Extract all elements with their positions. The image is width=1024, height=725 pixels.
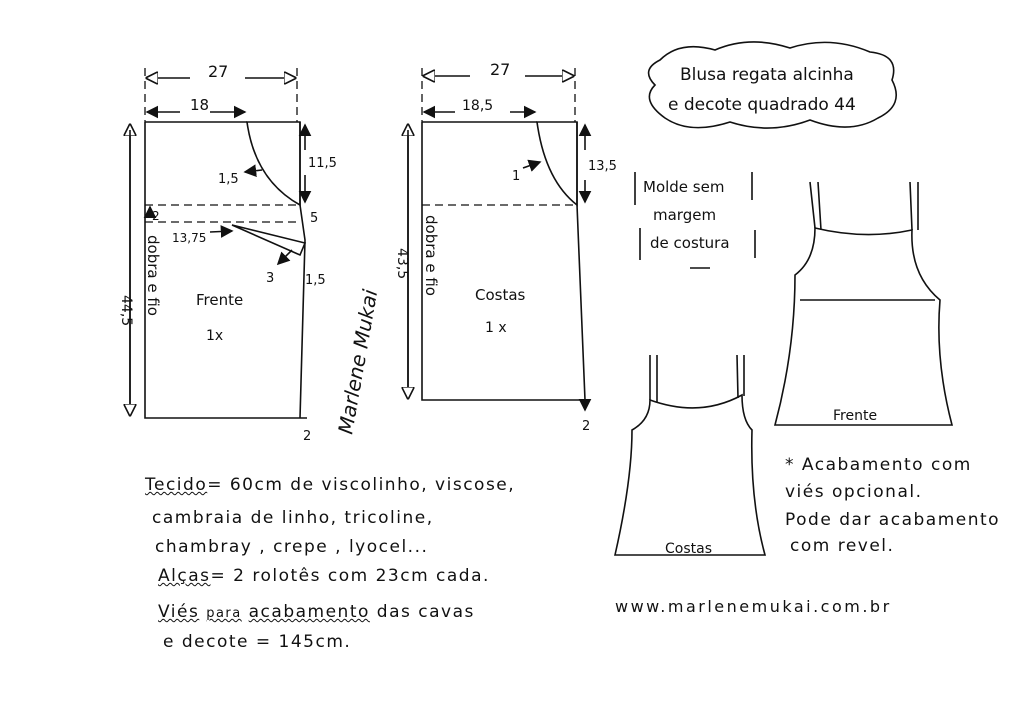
- finish-note-line1: * Acabamento com: [785, 455, 972, 475]
- front-pattern-piece: 27 18 1,5 11,5 2 13,75 5 3 1,5 2 44,5 do…: [118, 62, 337, 444]
- fabric-label: Tecido: [145, 475, 208, 495]
- svg-text:Frente: Frente: [833, 408, 877, 424]
- front-fold-label: dobra e fio: [144, 235, 162, 316]
- back-pattern-piece: 27 18,5 1 13,5 2 43,5 dobra e fio Costas…: [394, 60, 617, 434]
- front-count-label: 1x: [206, 328, 223, 344]
- finish-note-line2: viés opcional.: [785, 482, 923, 502]
- back-garment-sketch: Costas: [613, 354, 767, 557]
- materials-bias-line2: e decote = 145cm.: [163, 632, 352, 652]
- front-width-label: 27: [208, 62, 228, 81]
- title-line2: e decote quadrado 44: [668, 95, 856, 115]
- finish-note-line4: com revel.: [790, 536, 895, 556]
- materials-line2: cambraia de linho, tricoline,: [152, 508, 434, 528]
- front-side-extra-label: 1,5: [305, 273, 326, 288]
- front-hem-flare-label: 2: [303, 429, 311, 444]
- back-armhole-curve-label: 1: [512, 169, 520, 184]
- back-neck-width-label: 18,5: [462, 98, 493, 114]
- svg-text:Costas: Costas: [665, 541, 712, 557]
- materials-bias: Viés para acabamento das cavas: [158, 602, 475, 622]
- svg-text:de costura: de costura: [650, 234, 730, 252]
- front-name-label: Frente: [196, 291, 243, 309]
- back-height-label: 43,5: [394, 248, 410, 279]
- back-hem-flare-label: 2: [582, 419, 590, 434]
- materials-straps: Alças= 2 rolotês com 23cm cada.: [158, 566, 490, 586]
- front-height-label: 44,5: [118, 295, 134, 326]
- title-cloud: [647, 41, 897, 129]
- materials-line3: chambray , crepe , lyocel...: [155, 537, 429, 557]
- front-armhole-depth-label: 11,5: [308, 156, 337, 171]
- finish-note-line3: Pode dar acabamento: [785, 510, 1001, 530]
- website-link[interactable]: www.marlenemukai.com.br: [615, 597, 892, 616]
- back-name-label: Costas: [475, 286, 526, 304]
- svg-text:margem: margem: [653, 206, 716, 224]
- back-fold-label: dobra e fio: [422, 215, 440, 296]
- front-dart-side-label: 5: [310, 211, 318, 226]
- front-neck-width-label: 18: [190, 96, 209, 114]
- svg-text:Molde sem: Molde sem: [643, 178, 724, 196]
- materials-fabric: Tecido= 60cm de viscolinho, viscose,: [145, 475, 516, 495]
- front-dart-offset-label: 2: [152, 209, 160, 223]
- front-armhole-curve-label: 1,5: [218, 172, 239, 187]
- signature: Marlene Mukai: [333, 287, 382, 436]
- front-garment-sketch: Frente: [773, 181, 954, 426]
- seam-allowance-note: Molde sem margem de costura: [634, 172, 756, 269]
- back-armhole-depth-label: 13,5: [588, 159, 617, 174]
- title-line1: Blusa regata alcinha: [680, 65, 854, 85]
- back-width-label: 27: [490, 60, 510, 79]
- front-dart-length-label: 13,75: [172, 231, 206, 245]
- front-dart-width-label: 3: [266, 271, 274, 286]
- back-count-label: 1 x: [485, 320, 507, 336]
